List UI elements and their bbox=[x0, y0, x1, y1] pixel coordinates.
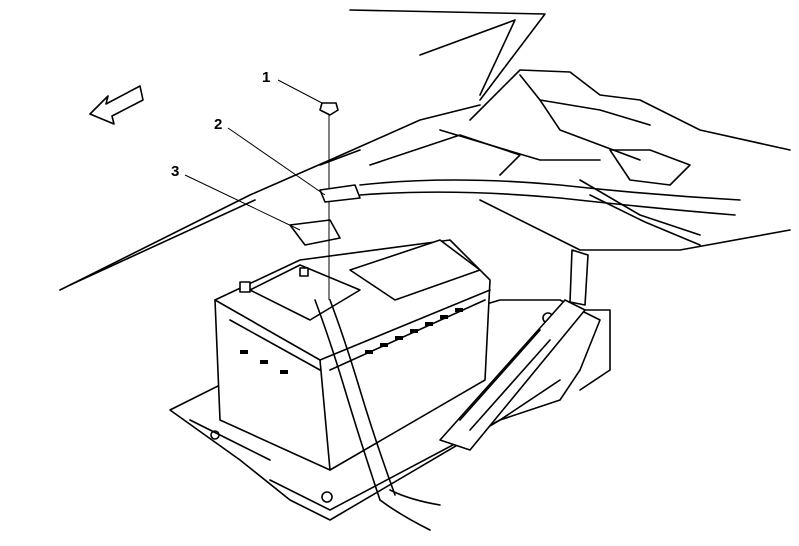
cable-hoses bbox=[359, 179, 741, 531]
callout-2: 2 bbox=[214, 116, 223, 133]
front-direction-arrow-icon bbox=[89, 85, 144, 125]
ground-stud bbox=[319, 102, 361, 300]
body-panel-lines bbox=[59, 9, 791, 291]
callout-1: 1 bbox=[262, 69, 271, 86]
hold-down-bracket bbox=[439, 249, 589, 451]
callout-leaders bbox=[184, 79, 326, 231]
negative-cable bbox=[289, 219, 396, 501]
callout-3: 3 bbox=[171, 163, 180, 180]
battery bbox=[214, 239, 491, 471]
